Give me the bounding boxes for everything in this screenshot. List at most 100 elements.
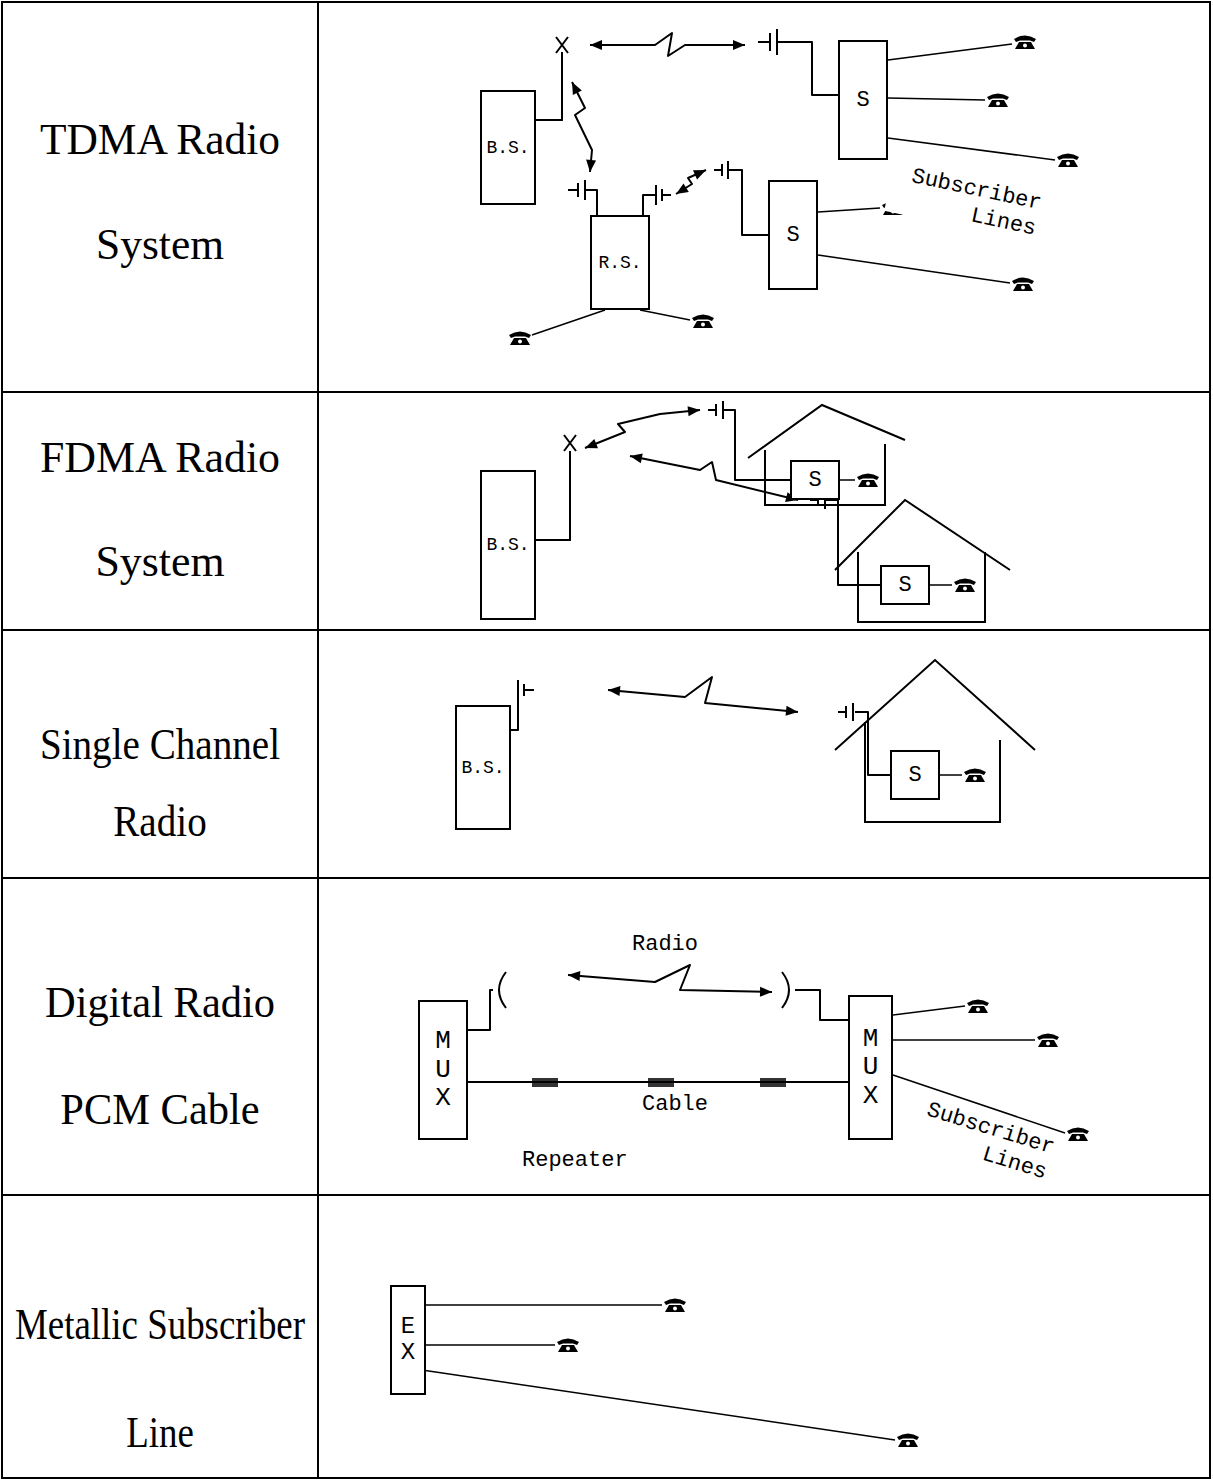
subscriber-unit-box: S [768, 180, 818, 290]
box-label: MUX [430, 1027, 456, 1113]
annotation-label: Subscriber Lines [897, 1092, 1059, 1187]
subscriber-line [422, 1344, 555, 1346]
table-grid [317, 2, 319, 1478]
box-label: S [786, 223, 799, 248]
box-label: S [908, 763, 921, 788]
box-label: R.S. [598, 253, 641, 273]
arrowhead [676, 183, 689, 194]
row-heading: Single Channel Radio [27, 706, 294, 860]
cable-link [468, 1082, 848, 1083]
telephone-icon [897, 1434, 919, 1448]
house-outline [748, 405, 905, 458]
arrowhead [688, 406, 700, 416]
table-grid [2, 629, 1210, 631]
telephone-icon [557, 1339, 579, 1353]
telephone-icon [1037, 1034, 1059, 1048]
arrowhead [786, 706, 798, 716]
antenna-symbol [838, 703, 853, 721]
antenna-symbol [568, 180, 585, 200]
subscriber-unit-box: S [890, 750, 940, 800]
arrowhead [733, 40, 745, 50]
subscriber-line [840, 479, 855, 481]
multiplexer-box: MUX [418, 1000, 468, 1140]
connector-line [468, 1081, 848, 1083]
table-grid [2, 391, 1210, 393]
connector-line [536, 52, 597, 215]
telephone-icon [1014, 36, 1036, 50]
box-label: MUX [858, 1025, 884, 1111]
arrowhead [568, 971, 580, 981]
subscriber-line [640, 310, 690, 320]
box-label: S [898, 573, 911, 598]
telephone-icon [1057, 154, 1079, 168]
connector-line [536, 451, 880, 585]
connector-label: Radio [630, 932, 700, 958]
connector-line [643, 170, 768, 235]
annotation-label: Repeater [520, 1148, 630, 1174]
connector-line [511, 677, 890, 775]
radio-link [536, 406, 790, 540]
arrowhead [572, 82, 582, 95]
subscriber-line [930, 584, 952, 586]
box-label: B.S. [486, 138, 529, 158]
box-label: S [808, 468, 821, 493]
house-outline [865, 722, 1000, 822]
radio-link [643, 170, 768, 235]
house-outline [748, 405, 1035, 822]
telephone-icon [1012, 278, 1034, 292]
subscriber-unit-box: S [790, 460, 840, 500]
antenna-symbol [499, 972, 506, 1008]
telephone-icon [987, 94, 1009, 108]
house-outline [858, 552, 985, 622]
subscriber-unit-box: S [880, 565, 930, 605]
row-heading: FDMA Radio System [10, 406, 309, 614]
radio-link [511, 677, 890, 775]
antenna-symbol [499, 29, 853, 1008]
subscriber-line [940, 774, 962, 776]
telephone-icon [664, 1299, 686, 1313]
radio-link [468, 965, 848, 1030]
connector-line [468, 965, 848, 1030]
antenna-symbol [714, 161, 728, 179]
box-label: B.S. [486, 535, 529, 555]
multiplexer-box: MUX [848, 995, 893, 1140]
subscriber-line [888, 44, 1012, 60]
telephone-icon [857, 474, 879, 488]
telephone-icon [692, 315, 714, 329]
connector-label: Cable [640, 1092, 710, 1118]
subscriber-line [532, 310, 605, 335]
arrowhead [608, 686, 620, 696]
annotation-label: Subscriber Lines [884, 160, 1045, 243]
arrowhead [630, 453, 643, 463]
box-label: S [856, 88, 869, 113]
subscriber-line [893, 1006, 965, 1015]
base-station-box: B.S. [455, 705, 511, 830]
telephone-icon [1067, 1128, 1089, 1142]
house-outline [835, 500, 1010, 570]
antenna-symbol [708, 401, 723, 419]
subscriber-line [818, 255, 1010, 283]
table-grid [2, 877, 1210, 879]
antenna-symbol [758, 29, 777, 55]
telephone-icon [967, 1000, 989, 1014]
table-grid [2, 1194, 1210, 1196]
radio-link [536, 33, 838, 120]
subscriber-line [818, 208, 880, 212]
base-station-box: B.S. [480, 90, 536, 205]
subscriber-unit-box: S [838, 40, 888, 160]
telephone-icon [509, 332, 531, 346]
subscriber-line [888, 138, 1055, 160]
arrowhead [586, 160, 596, 172]
radio-link [536, 451, 880, 585]
row-heading: Metallic Subscriber Line [1, 1271, 320, 1483]
base-station-box: B.S. [480, 470, 536, 620]
antenna-symbol [564, 435, 576, 451]
subscriber-line [422, 1304, 662, 1306]
subscriber-line [422, 1370, 895, 1440]
antenna-symbol [656, 185, 671, 205]
antenna-symbol [556, 37, 568, 53]
subscriber-line [893, 1039, 1035, 1041]
